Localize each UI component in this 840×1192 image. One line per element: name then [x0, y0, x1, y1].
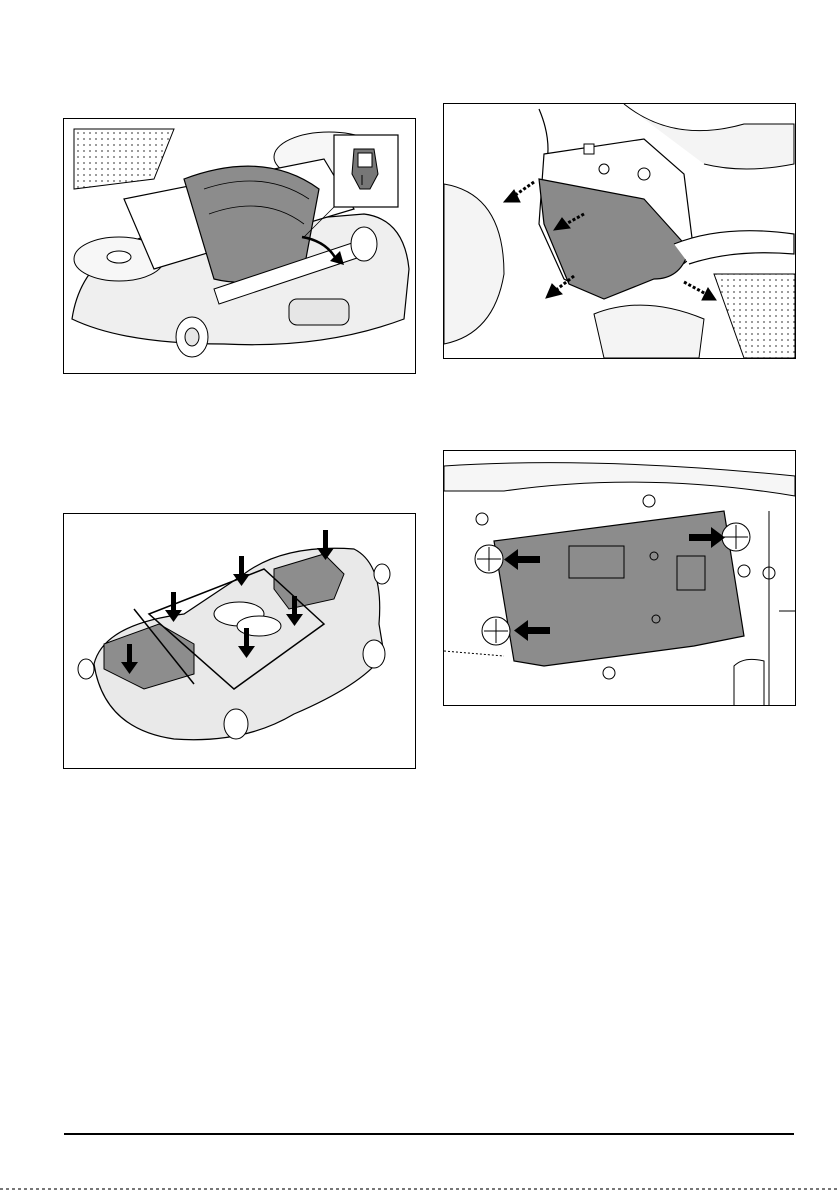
figure-dashboard-panel	[443, 103, 796, 359]
figure-cover-plate	[443, 450, 796, 706]
illustration-dashboard-panel	[444, 104, 795, 358]
footer-rule	[64, 1133, 794, 1135]
illustration-mower-cover	[64, 119, 415, 373]
illustration-cover-plate	[444, 451, 795, 705]
figure-cutting-deck	[63, 513, 416, 769]
bottom-dashed-edge	[0, 1188, 840, 1190]
figure-mower-cover	[63, 118, 416, 374]
illustration-cutting-deck	[64, 514, 415, 768]
